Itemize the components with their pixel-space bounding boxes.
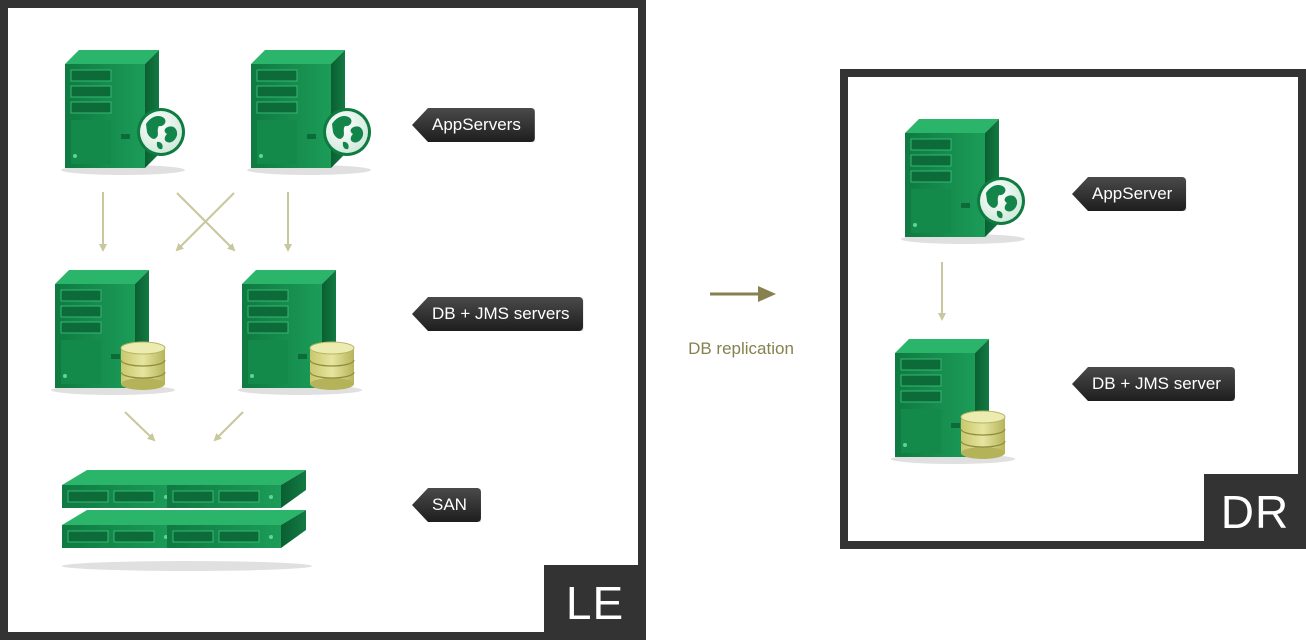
dr-site-label: DR (1204, 474, 1306, 549)
dr-db-server (890, 338, 1016, 465)
db-replication-arrow (710, 286, 776, 302)
le-site-label: LE (544, 565, 646, 640)
le-appserver-1 (60, 49, 186, 176)
le-appserver-2 (246, 49, 372, 176)
le-db-server-2 (237, 269, 363, 396)
database-icon (120, 341, 166, 391)
globe-icon (323, 108, 371, 156)
dr-appserver (900, 118, 1026, 245)
san-storage-array (61, 469, 312, 571)
storage-icon (166, 509, 307, 549)
san-tag: SAN (412, 488, 481, 522)
database-icon (960, 410, 1006, 460)
db-jms-server-tag: DB + JMS server (1072, 367, 1235, 401)
globe-icon (977, 177, 1025, 225)
globe-icon (137, 108, 185, 156)
db-replication-label: DB replication (688, 339, 794, 358)
storage-icon (166, 469, 307, 509)
appserver-tag: AppServer (1072, 177, 1187, 211)
appservers-tag: AppServers (412, 108, 535, 142)
database-icon (309, 341, 355, 391)
db-jms-servers-tag: DB + JMS servers (412, 297, 584, 331)
le-db-server-1 (50, 269, 176, 396)
